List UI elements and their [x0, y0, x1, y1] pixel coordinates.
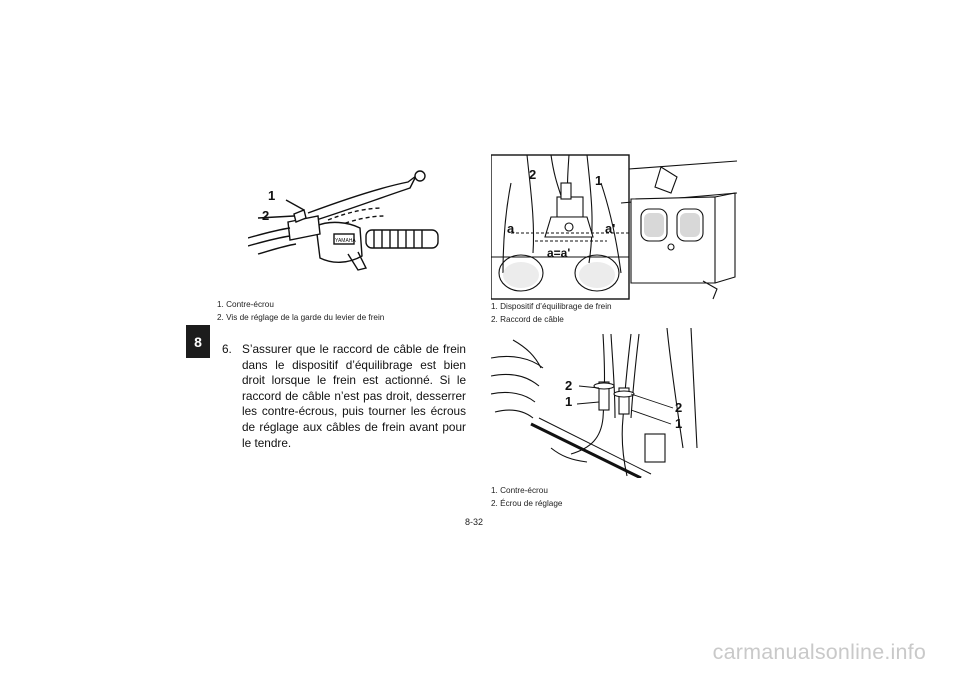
- callout-a-prime: a': [605, 221, 615, 236]
- callout-2: 2: [529, 167, 536, 182]
- callout-1: 1: [268, 188, 275, 203]
- figure1-caption: 1. Contre-écrou 2. Vis de réglage de la …: [217, 298, 384, 324]
- cable-adjuster-illustration: 2 1 2 1: [491, 328, 698, 478]
- brake-lever-illustration: 2 1 YAMAHA: [248, 170, 439, 271]
- brand-text: YAMAHA: [335, 238, 356, 244]
- figure3-caption: 1. Contre-écrou 2. Écrou de réglage: [491, 484, 562, 510]
- callout-1-right: 1: [675, 416, 682, 431]
- caption-item: 2. Vis de réglage de la garde du levier …: [217, 313, 385, 323]
- callout-1-left: 1: [565, 394, 572, 409]
- brake-equalizer-illustration: 2 1 a a' a=a': [491, 154, 738, 300]
- callout-2: 2: [262, 208, 269, 223]
- page-number: 8-32: [465, 517, 484, 527]
- caption-item: 1. Dispositif d’équilibrage de frein: [491, 302, 612, 311]
- instruction-step: 6. S’assurer que le raccord de câble de …: [222, 342, 466, 451]
- callout-1: 1: [595, 173, 602, 188]
- watermark: carmanualsonline.info: [712, 640, 926, 664]
- figure2-caption: 1. Dispositif d’équilibrage de frein 2. …: [491, 300, 612, 326]
- section-tab: 8: [186, 325, 210, 358]
- step-text: S’assurer que le raccord de câble de fre…: [242, 342, 466, 450]
- caption-item: 2. Raccord de câble: [491, 315, 564, 325]
- step-number: 6.: [222, 342, 232, 356]
- callout-2-right: 2: [675, 400, 682, 415]
- callout-2-left: 2: [565, 378, 572, 393]
- callout-a: a: [507, 221, 515, 236]
- callout-a-equals-a-prime: a=a': [547, 246, 570, 260]
- caption-item: 1. Contre-écrou: [217, 300, 274, 309]
- caption-item: 2. Écrou de réglage: [491, 499, 563, 509]
- caption-item: 1. Contre-écrou: [491, 486, 548, 495]
